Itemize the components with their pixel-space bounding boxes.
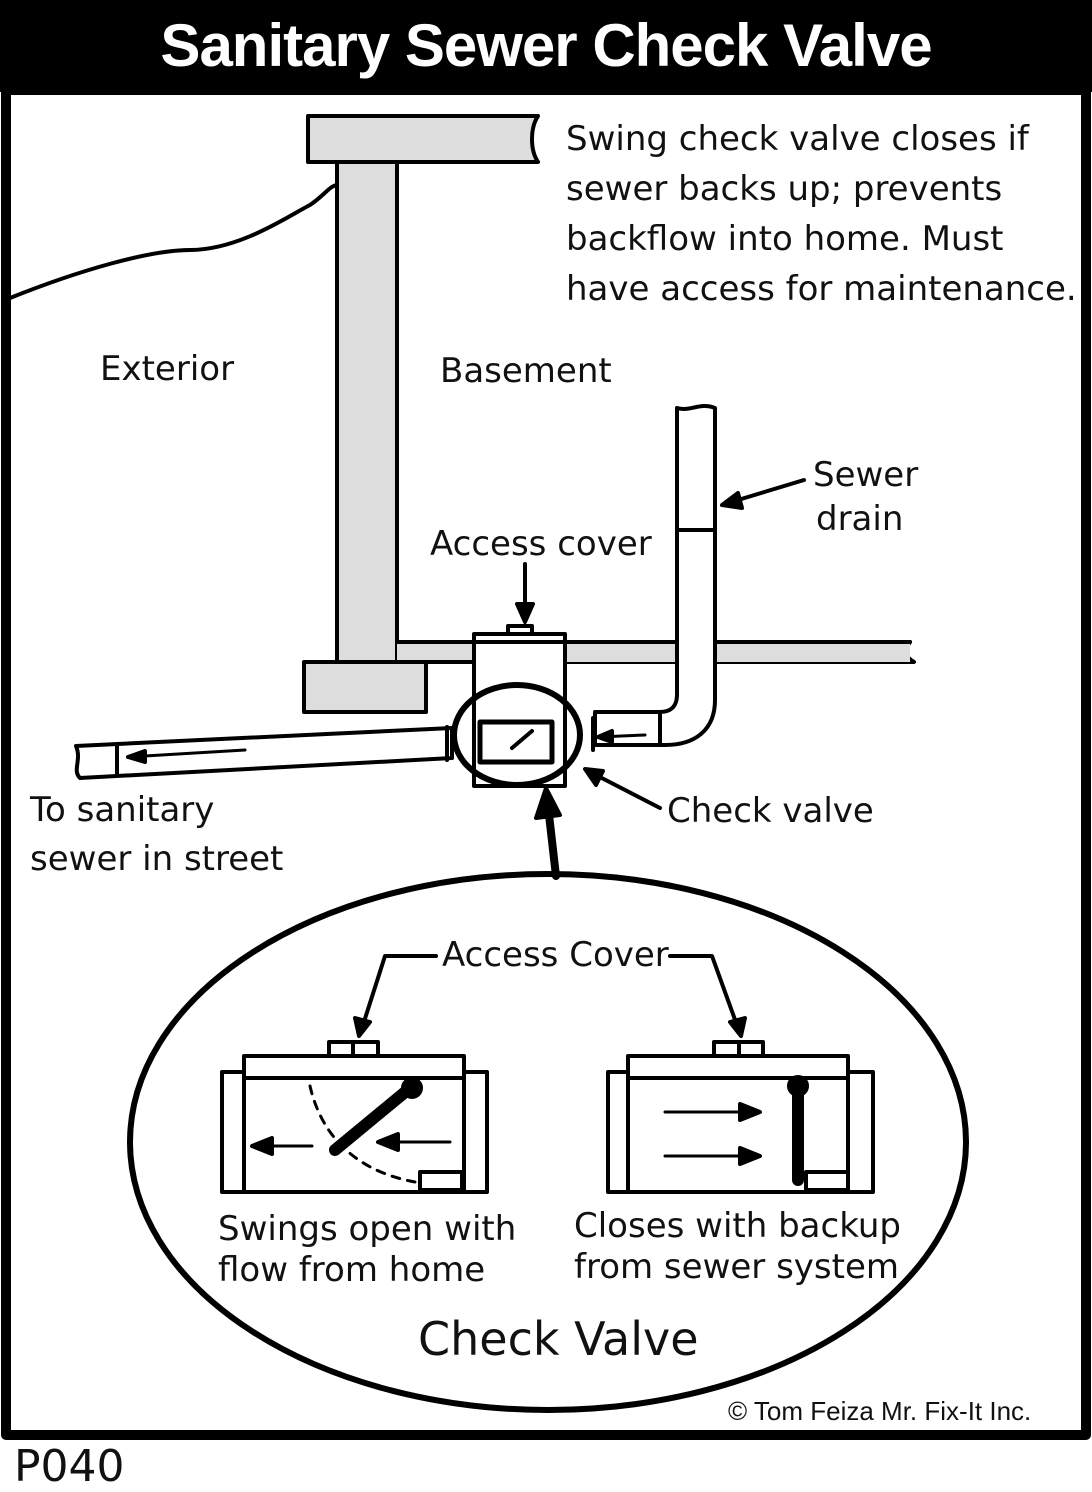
open-caption-2: flow from home — [218, 1250, 486, 1290]
valve-open-drawing — [220, 1040, 489, 1194]
sewer-drain-pipe — [593, 404, 717, 747]
closed-caption-2: from sewer system — [574, 1247, 899, 1287]
exterior-label: Exterior — [100, 349, 235, 389]
basement-label: Basement — [440, 351, 612, 391]
sill-plate — [306, 114, 540, 164]
page-title: Sanitary Sewer Check Valve — [160, 12, 932, 79]
foundation-wall — [335, 160, 399, 664]
closed-caption-1: Closes with backup — [574, 1206, 901, 1246]
ground-line — [8, 183, 340, 300]
to-sanitary-label-2: sewer in street — [30, 839, 284, 879]
valve-closed-drawing — [606, 1040, 875, 1194]
valve-highlight-circle — [451, 682, 583, 788]
access-cover-label: Access cover — [430, 524, 652, 564]
open-caption-1: Swings open with — [218, 1209, 517, 1249]
figure-code: P040 — [14, 1441, 125, 1492]
detail-access-cover-label: Access Cover — [442, 935, 669, 975]
valve-access-cap — [506, 624, 534, 636]
footing — [302, 660, 428, 714]
check-valve-label: Check valve — [667, 791, 874, 831]
sewer-drain-label-1: Sewer — [813, 455, 919, 495]
to-sanitary-label-1: To sanitary — [30, 790, 215, 830]
sewer-drain-label-2: drain — [816, 499, 904, 539]
title-bar: Sanitary Sewer Check Valve — [0, 0, 1092, 92]
detail-ellipse — [127, 871, 969, 1413]
sewer-line — [74, 726, 454, 780]
detail-heading: Check Valve — [418, 1312, 699, 1366]
description-note: Swing check valve closes if sewer backs … — [566, 119, 1077, 309]
copyright-text: © Tom Feiza Mr. Fix-It Inc. — [728, 1396, 1032, 1426]
